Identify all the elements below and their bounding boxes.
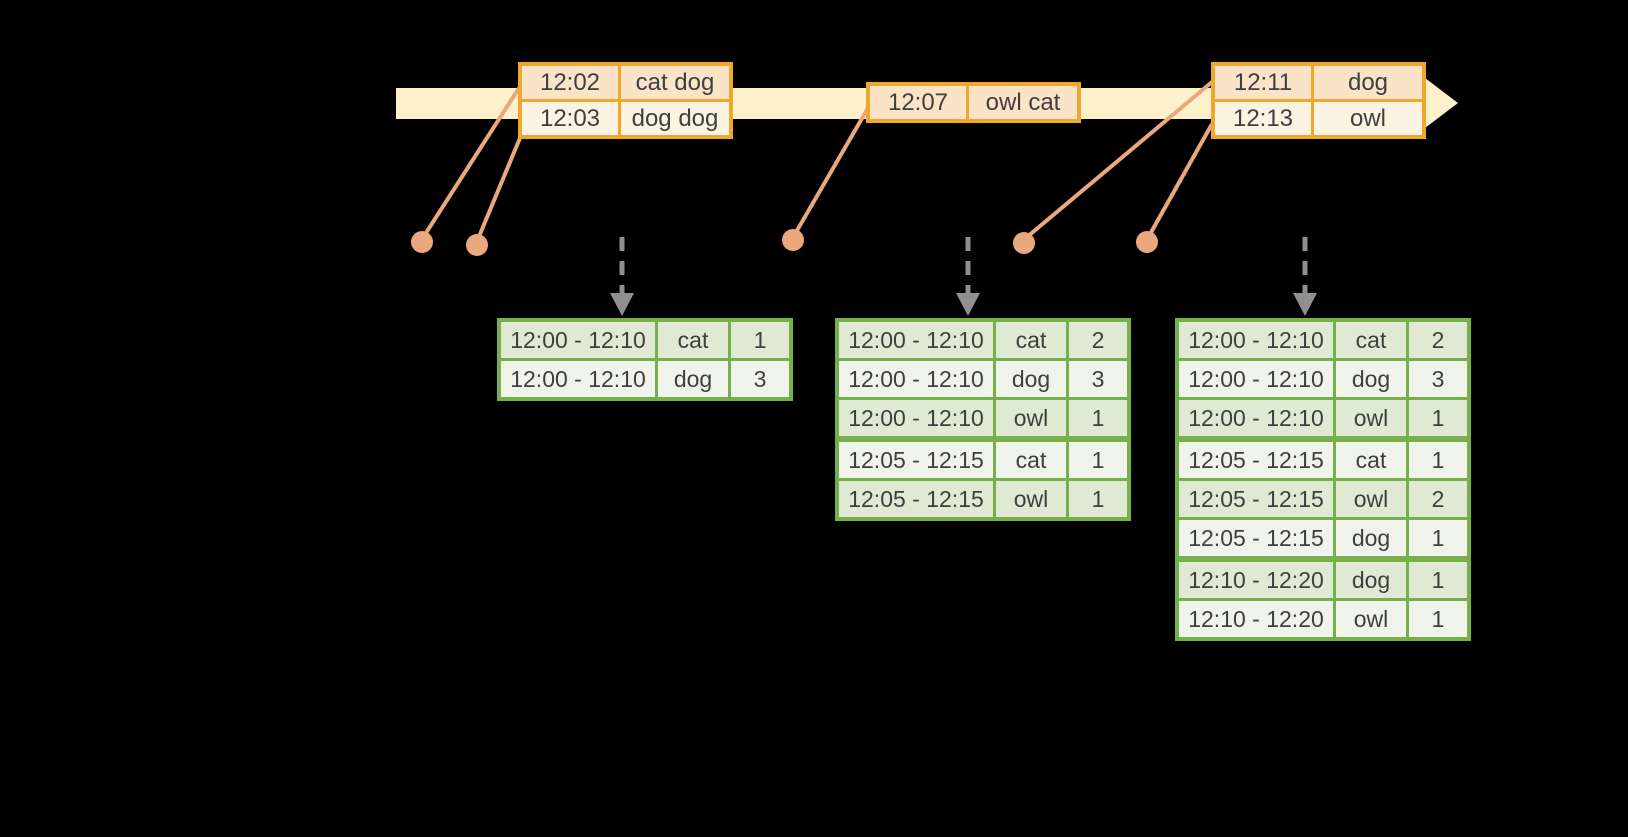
arrow-down-icon — [956, 293, 980, 316]
window-cell: 12:10 - 12:20 — [1175, 598, 1336, 641]
count-cell: 1 — [1406, 397, 1471, 441]
count-cell: 2 — [1406, 478, 1471, 520]
words-cell: cat dog — [618, 62, 733, 102]
words-cell: dog dog — [618, 99, 733, 139]
count-cell: 1 — [1406, 517, 1471, 561]
trigger-arrows — [619, 237, 1308, 293]
connector-line — [793, 106, 870, 236]
word-cell: dog — [993, 358, 1069, 400]
window-cell: 12:00 - 12:10 — [1175, 397, 1336, 441]
count-cell: 1 — [1066, 478, 1131, 521]
connector-line — [1025, 80, 1214, 239]
time-cell: 12:11 — [1211, 62, 1314, 102]
word-cell: owl — [1333, 397, 1409, 441]
word-cell: cat — [993, 318, 1069, 361]
count-cell: 2 — [1066, 318, 1131, 361]
words-cell: dog — [1311, 62, 1426, 102]
connector-line — [1147, 123, 1214, 237]
count-cell: 1 — [1406, 556, 1471, 601]
count-cell: 3 — [728, 358, 793, 401]
window-cell: 12:05 - 12:15 — [835, 478, 996, 521]
time-cell: 12:07 — [866, 82, 969, 123]
window-cell: 12:00 - 12:10 — [497, 318, 658, 361]
arrow-down-icon — [1293, 293, 1317, 316]
word-cell: owl — [1333, 598, 1409, 641]
trigger-arrowheads — [610, 293, 1317, 316]
event-dot — [782, 229, 804, 251]
count-cell: 1 — [1406, 436, 1471, 481]
count-cell: 1 — [1066, 397, 1131, 441]
window-cell: 12:00 - 12:10 — [835, 358, 996, 400]
words-cell: owl cat — [966, 82, 1081, 123]
word-cell: owl — [1333, 478, 1409, 520]
word-cell: cat — [1333, 318, 1409, 361]
word-cell: owl — [993, 478, 1069, 521]
count-cell: 1 — [728, 318, 793, 361]
word-cell: cat — [993, 436, 1069, 481]
word-cell: cat — [655, 318, 731, 361]
event-dot — [411, 231, 433, 253]
window-cell: 12:10 - 12:20 — [1175, 556, 1336, 601]
time-cell: 12:02 — [518, 62, 621, 102]
word-cell: dog — [1333, 556, 1409, 601]
count-cell: 3 — [1406, 358, 1471, 400]
word-cell: cat — [1333, 436, 1409, 481]
time-cell: 12:03 — [518, 99, 621, 139]
event-dot — [466, 234, 488, 256]
count-cell: 2 — [1406, 318, 1471, 361]
event-dot — [1136, 231, 1158, 253]
window-cell: 12:05 - 12:15 — [1175, 478, 1336, 520]
word-cell: dog — [1333, 517, 1409, 561]
connector-line — [422, 86, 521, 238]
word-cell: dog — [655, 358, 731, 401]
window-cell: 12:05 - 12:15 — [1175, 436, 1336, 481]
count-cell: 1 — [1066, 436, 1131, 481]
window-cell: 12:05 - 12:15 — [1175, 517, 1336, 561]
window-cell: 12:05 - 12:15 — [835, 436, 996, 481]
event-connector-lines — [422, 80, 1214, 240]
count-cell: 3 — [1066, 358, 1131, 400]
timeline-arrowhead-icon — [1425, 78, 1458, 128]
word-cell: owl — [993, 397, 1069, 441]
count-cell: 1 — [1406, 598, 1471, 641]
word-cell: dog — [1333, 358, 1409, 400]
words-cell: owl — [1311, 99, 1426, 139]
time-cell: 12:13 — [1211, 99, 1314, 139]
event-dot — [1013, 232, 1035, 254]
connector-line — [476, 137, 522, 240]
window-cell: 12:00 - 12:10 — [835, 318, 996, 361]
window-cell: 12:00 - 12:10 — [1175, 358, 1336, 400]
window-cell: 12:00 - 12:10 — [497, 358, 658, 401]
arrow-down-icon — [610, 293, 634, 316]
window-cell: 12:00 - 12:10 — [1175, 318, 1336, 361]
window-cell: 12:00 - 12:10 — [835, 397, 996, 441]
